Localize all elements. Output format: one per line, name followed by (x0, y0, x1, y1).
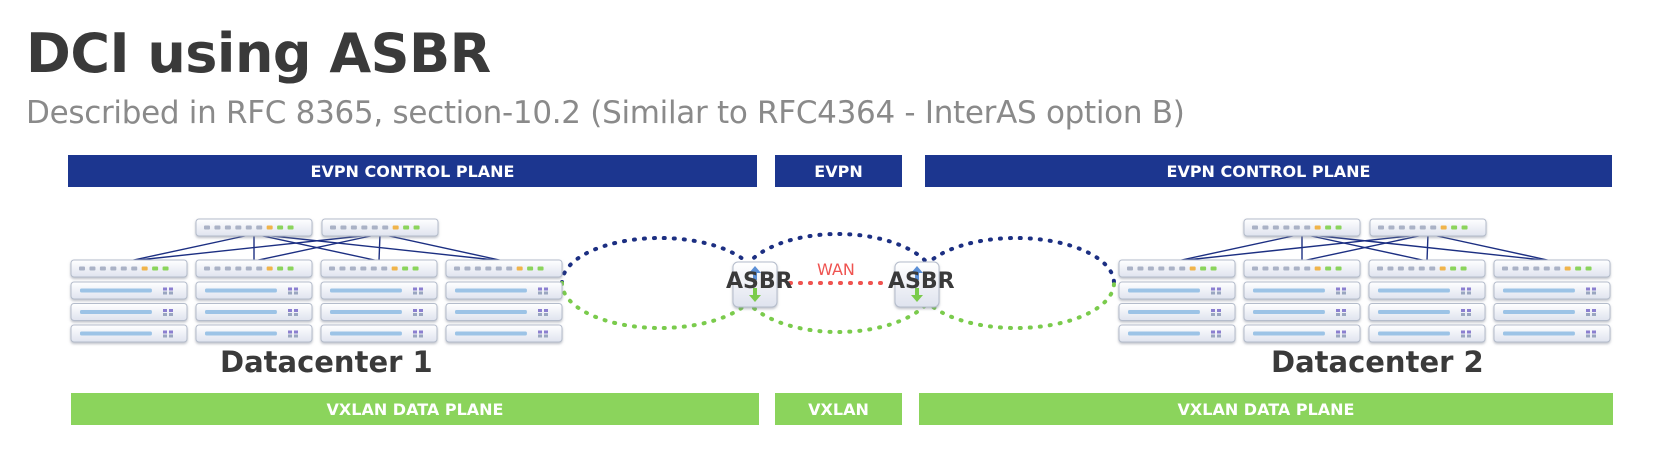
dc2-server-4-2 (1493, 303, 1611, 321)
dc2-server-1-3 (1118, 324, 1236, 343)
dc1-server-4-3 (445, 324, 563, 343)
dc2-spine-switch-2 (1369, 218, 1487, 237)
arrow-up-icon (749, 266, 761, 273)
dc2-fabric-link (1176, 233, 1303, 262)
arrow-down-icon (911, 295, 923, 302)
dc1-server-2-3 (195, 324, 313, 343)
vxlan-data-plane-right: VXLAN DATA PLANE (919, 393, 1613, 425)
vxlan-data-plane-left: VXLAN DATA PLANE (71, 393, 759, 425)
dc1-fabric-link (253, 233, 381, 262)
evpn-tunnel-middle (738, 232, 938, 285)
asbr-right-label: ASBR (888, 269, 955, 294)
evpn-control-plane-middle: EVPN (775, 155, 902, 187)
dc1-server-3-3 (320, 324, 438, 343)
dc1-fabric-link (379, 233, 505, 262)
page-subtitle: Described in RFC 8365, section-10.2 (Sim… (26, 95, 1185, 131)
dc1-server-2-1 (195, 281, 313, 300)
dc2-server-3-2 (1368, 303, 1486, 321)
asbr-right-router (894, 261, 940, 308)
dc1-fabric-link (378, 233, 381, 262)
dc1-server-3-1 (320, 281, 438, 300)
dc2-server-4-3 (1493, 324, 1611, 343)
dc1-server-1-1 (70, 281, 188, 300)
network-devices (70, 218, 1611, 343)
asbr-left-router (732, 261, 778, 308)
dc1-spine-switch-2 (321, 218, 439, 237)
dc1-server-4-1 (445, 281, 563, 300)
dc2-server-1-1 (1118, 281, 1236, 300)
dc2-leaf-switch-3 (1368, 259, 1486, 278)
dc2-leaf-switch-1 (1118, 259, 1236, 278)
arrow-down-icon (749, 295, 761, 302)
evpn-control-plane-right: EVPN CONTROL PLANE (925, 155, 1612, 187)
dc2-server-4-1 (1493, 281, 1611, 300)
dc2-server-2-1 (1243, 281, 1361, 300)
dc1-fabric-link (128, 233, 255, 262)
asbr-left-label: ASBR (726, 269, 793, 294)
datacenter-2-label: Datacenter 2 (1271, 345, 1484, 379)
dc1-spine-switch-1 (195, 218, 313, 237)
dc1-server-1-2 (70, 303, 188, 321)
dc1-fabric-link (128, 233, 381, 262)
dc2-leaf-switch-4 (1493, 259, 1611, 278)
dc1-leaf-switch-4 (445, 259, 563, 278)
wan-label: WAN (817, 260, 855, 279)
dc1-server-3-2 (320, 303, 438, 321)
dc1-leaf-switch-1 (70, 259, 188, 278)
vxlan-data-plane-middle: VXLAN (775, 393, 902, 425)
dc2-server-1-2 (1118, 303, 1236, 321)
dc2-server-3-3 (1368, 324, 1486, 343)
dc2-server-2-3 (1243, 324, 1361, 343)
dc2-spine-switch-1 (1243, 218, 1361, 237)
dc1-leaf-switch-3 (320, 259, 438, 278)
evpn-control-plane-left: EVPN CONTROL PLANE (68, 155, 757, 187)
dc1-leaf-switch-2 (195, 259, 313, 278)
fabric-links (128, 233, 1553, 262)
evpn-tunnel-right (916, 236, 1116, 285)
dc1-server-4-2 (445, 303, 563, 321)
datacenter-1-label: Datacenter 1 (220, 345, 433, 379)
vxlan-tunnel-right (916, 281, 1116, 330)
dc2-server-2-2 (1243, 303, 1361, 321)
dc1-server-1-3 (70, 324, 188, 343)
dc2-server-3-1 (1368, 281, 1486, 300)
dc2-fabric-link (1301, 233, 1429, 262)
page-title: DCI using ASBR (26, 22, 491, 85)
dc2-fabric-link (1426, 233, 1429, 262)
arrow-up-icon (911, 266, 923, 273)
dc2-fabric-link (1176, 233, 1429, 262)
dc1-server-2-2 (195, 303, 313, 321)
dc2-fabric-link (1427, 233, 1553, 262)
dc2-leaf-switch-2 (1243, 259, 1361, 278)
